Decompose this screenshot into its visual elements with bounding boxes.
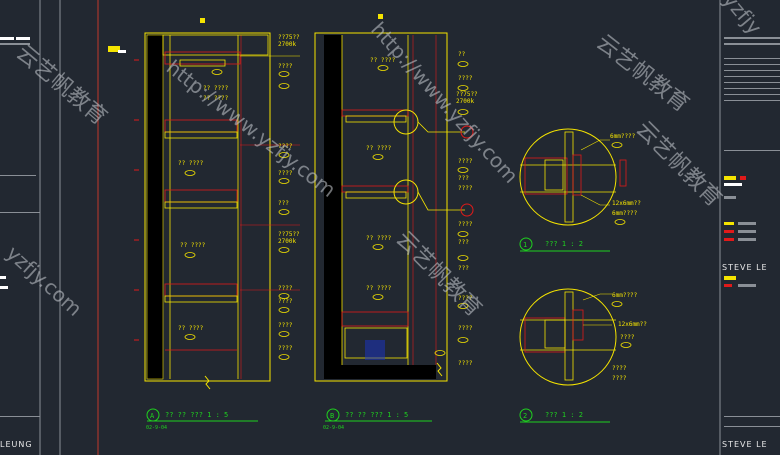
detail-1-marker: 1 [523, 241, 527, 249]
elev-b-center-label-1: ?? ???? [370, 57, 396, 64]
elevation-a: ?? ???? ?? ???? ?? ???? ?? ???? ?? ???? … [108, 18, 300, 431]
detail-2: 6mm???? 12x6mm?? ???? ???? ???? 2 ??? 1 … [519, 288, 647, 423]
elev-a-note-1: ??75?? [278, 34, 300, 41]
elevation-b: ?? ???? ?? ???? ?? ???? ?? ???? ?? ???? … [314, 14, 478, 431]
detail-2-label-4: ???? [612, 365, 627, 372]
detail-2-title-bubble [519, 408, 533, 422]
detail-1-label-1: 6mm???? [610, 133, 636, 140]
watermark-cn-2: 云艺帆教育 [391, 227, 486, 322]
detail-1-title: ??? 1 : 2 [545, 240, 583, 248]
elev-b-note-7: ???? [458, 185, 473, 192]
right-brand-bottom: STEVE LE [722, 440, 768, 449]
detail-2-label-1: 6mm???? [612, 292, 638, 299]
elev-a-note-12: ???? [278, 345, 293, 352]
elev-a-title-marker: A [150, 412, 155, 420]
elev-b-note-10: ??? [458, 265, 469, 272]
watermark-cn-1: 云艺帆教育 [11, 40, 111, 130]
elev-b-center-label-4: ?? ???? [366, 285, 392, 292]
detail-2-title: ??? 1 : 2 [545, 411, 583, 419]
elev-b-note-8: ???? [458, 221, 473, 228]
elev-b-note-3: ??75?? [456, 91, 478, 98]
detail-2-label-2: 12x6mm?? [618, 321, 647, 328]
right-title-block: STEVE LE STEVE LE [719, 0, 780, 455]
elev-a-center-label-5: ?? ???? [178, 325, 204, 332]
elev-a-center-label-4: ?? ???? [180, 242, 206, 249]
elev-a-center-label-3: ?? ???? [178, 160, 204, 167]
detail-2-circle [519, 288, 617, 386]
elev-a-note-3: ???? [278, 63, 293, 70]
elev-a-note-4: ???? [278, 143, 293, 150]
watermark-short-1: yzfjy.com [2, 241, 87, 321]
detail-2-marker: 2 [523, 412, 527, 420]
elev-a-note-6: ??? [278, 200, 289, 207]
elev-b-center-label-2: ?? ???? [366, 145, 392, 152]
watermark-short-2: yzfjy [718, 0, 767, 39]
elev-b-note-5: ???? [458, 158, 473, 165]
detail-2-label-5: ???? [612, 375, 627, 382]
watermark-url-1: http://www.yzfjy.com [162, 55, 341, 202]
elev-b-note-4: 2700k [456, 98, 474, 105]
elev-b-note-2: ???? [458, 75, 473, 82]
elev-b-note-1: ?? [458, 51, 466, 58]
elev-b-title-marker: B [330, 412, 334, 420]
detail-1-circle [519, 128, 617, 226]
elev-b-note-12: ???? [458, 325, 473, 332]
elev-a-title: ?? ?? ??? 1 : 5 [165, 411, 228, 419]
elev-b-note-6: ??? [458, 175, 469, 182]
elev-a-note-10: ???? [278, 298, 293, 305]
left-title-block: LEUNG [0, 0, 99, 455]
watermark-cn-4: 云艺帆教育 [631, 117, 726, 212]
elev-b-sheet-ref: 02-9-04 [323, 425, 344, 431]
elev-a-sheet-ref: 02-9-04 [146, 425, 167, 431]
elev-b-center-label-3: ?? ???? [366, 235, 392, 242]
elev-a-center-label-1: ?? ???? [203, 85, 229, 92]
detail-1-label-3: 6mm???? [612, 210, 638, 217]
detail-1-label-2: 12x6mm?? [612, 200, 641, 207]
detail-1: 6mm???? 12x6mm?? 6mm???? 1 ??? 1 : 2 [519, 128, 641, 252]
elev-b-note-11: ???? [458, 295, 473, 302]
watermark-url-2: http://www.yzfjy.com [366, 17, 523, 188]
watermark-cn-3: 云艺帆教育 [591, 30, 693, 117]
elev-a-note-2: 2700k [278, 41, 296, 48]
left-brand: LEUNG [0, 440, 33, 449]
elev-a-note-11: ???? [278, 322, 293, 329]
elev-a-note-5: ???? [278, 170, 293, 177]
elev-a-note-9: ???? [278, 285, 293, 292]
elev-b-note-9: ??? [458, 239, 469, 246]
detail-1-title-bubble [519, 237, 533, 251]
elev-a-center-label-2: ?? ???? [203, 95, 229, 102]
elev-a-note-8: 2700k [278, 238, 296, 245]
elev-b-note-13: ???? [458, 360, 473, 367]
elev-b-title: ?? ?? ??? 1 : 5 [345, 411, 408, 419]
detail-2-label-3: ???? [620, 334, 635, 341]
elev-a-note-7: ??75?? [278, 231, 300, 238]
right-brand: STEVE LE [722, 263, 768, 272]
